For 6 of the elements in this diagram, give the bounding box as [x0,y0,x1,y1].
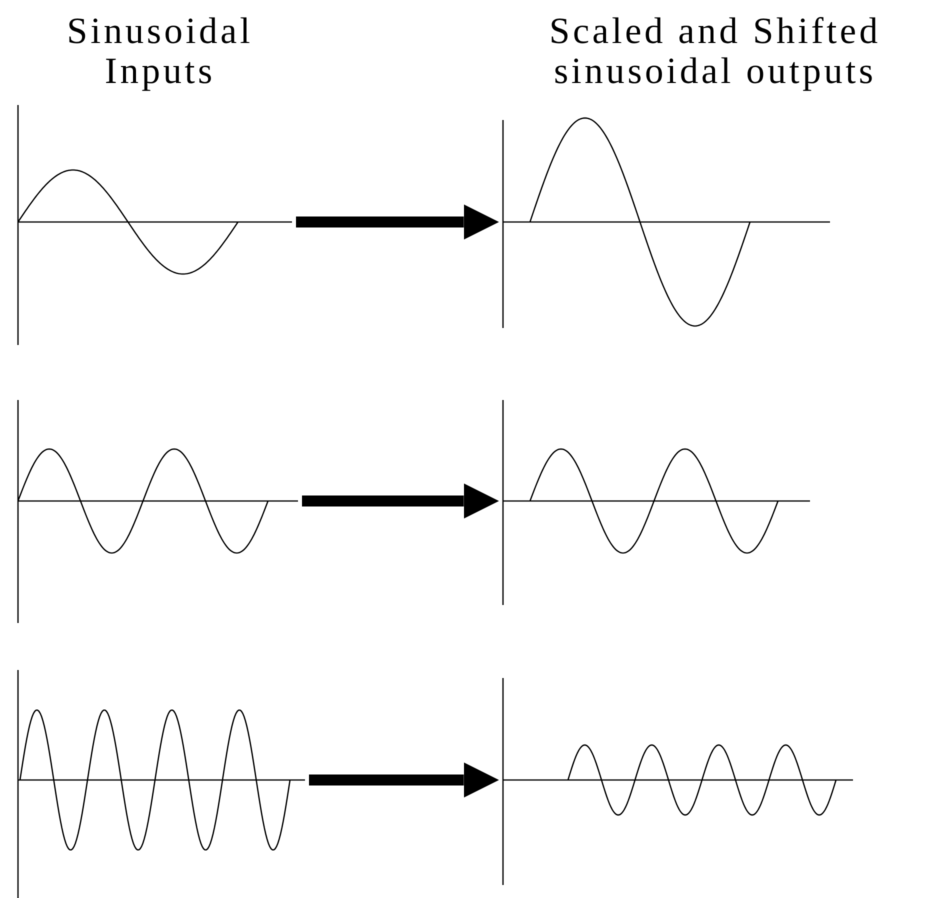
arrow [309,762,499,798]
arrow [302,483,499,519]
column-heading: Sinusoidal Inputs [66,12,254,92]
arrow [296,204,499,240]
sine-wave-plot-drawing [501,115,832,330]
column-heading: Scaled and Shifted sinusoidal outputs [548,12,882,92]
